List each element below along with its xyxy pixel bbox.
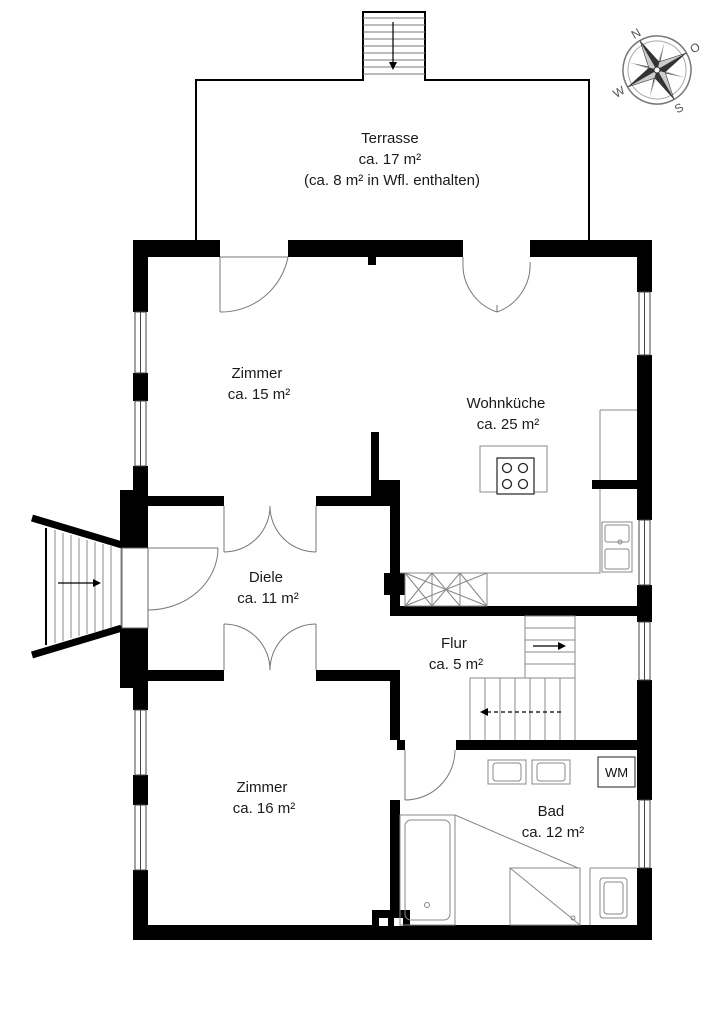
entrance-stairs [30,514,124,659]
windows [134,291,651,871]
shaft-openings [379,918,403,926]
label-zimmer-south: Zimmer ca. 16 m² [233,779,296,817]
label-terrace-area: ca. 17 m² [359,151,422,168]
label-wohnkueche-area: ca. 25 m² [477,416,540,433]
label-bad-area: ca. 12 m² [522,824,585,841]
label-bad-name: Bad [538,803,565,820]
label-flur-area: ca. 5 m² [429,656,483,673]
outer-walls [120,240,652,940]
label-wohnkueche: Wohnküche ca. 25 m² [466,395,549,433]
compass-south: S [672,100,686,116]
label-terrace: Terrasse ca. 17 m² (ca. 8 m² in Wfl. ent… [304,130,480,189]
terrace-doors [219,256,531,313]
label-flur-name: Flur [441,635,467,652]
label-zimmer-north-area: ca. 15 m² [228,386,291,403]
kitchen-island [479,445,548,495]
flur-stairs [469,615,576,740]
compass-west: W [610,83,627,101]
label-diele-area: ca. 11 m² [237,590,298,607]
label-zimmer-north-name: Zimmer [232,365,283,382]
kitchen-counter [400,409,637,607]
label-zimmer-south-area: ca. 16 m² [233,800,296,817]
label-zimmer-south-name: Zimmer [237,779,288,796]
label-wohnkueche-name: Wohnküche [466,395,545,412]
entrance-door [121,547,219,629]
stair-arrows [480,642,566,716]
interior-doors [223,505,456,801]
label-flur: Flur ca. 5 m² [429,635,483,673]
washing-machine-label: WM [605,765,628,780]
terrace-stairs [363,17,425,75]
bath-fixtures [399,756,637,926]
label-terrace-note: (ca. 8 m² in Wfl. enthalten) [304,172,480,189]
terrace-stair-arrow [389,22,397,70]
label-bad: Bad ca. 12 m² [522,803,585,841]
label-terrace-name: Terrasse [361,130,419,147]
label-diele: Diele ca. 11 m² [237,569,298,607]
label-zimmer-north: Zimmer ca. 15 m² [228,365,291,403]
compass-rose-icon: N S W O [610,25,703,116]
terrace [195,11,590,242]
label-diele-name: Diele [249,569,283,586]
compass-east: O [688,40,703,57]
kitchen-sink [601,521,633,573]
